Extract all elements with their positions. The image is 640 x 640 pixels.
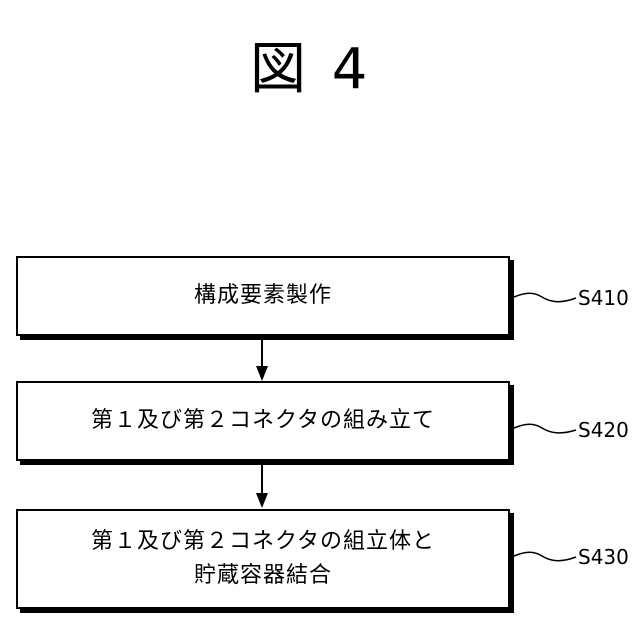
step-label-s410: S410 xyxy=(578,286,629,310)
leader-line-s410 xyxy=(514,293,576,301)
leader-line-s430 xyxy=(514,552,576,560)
flow-arrow-2 xyxy=(256,465,268,508)
step-box-s430: 第１及び第２コネクタの組立体と 貯蔵容器結合 xyxy=(16,509,510,609)
step-label-s430: S430 xyxy=(578,545,629,569)
figure-title: 図 4 xyxy=(250,30,430,110)
step-text-s420: 第１及び第２コネクタの組み立て xyxy=(91,404,435,438)
flow-arrow-1 xyxy=(256,340,268,381)
step-box-s420: 第１及び第２コネクタの組み立て xyxy=(16,381,510,461)
step-box-s410: 構成要素製作 xyxy=(16,256,510,336)
step-text-s430: 第１及び第２コネクタの組立体と 貯蔵容器結合 xyxy=(91,525,435,593)
step-label-s420: S420 xyxy=(578,418,629,442)
step-text-s410: 構成要素製作 xyxy=(194,279,332,313)
leader-line-s420 xyxy=(514,424,576,433)
